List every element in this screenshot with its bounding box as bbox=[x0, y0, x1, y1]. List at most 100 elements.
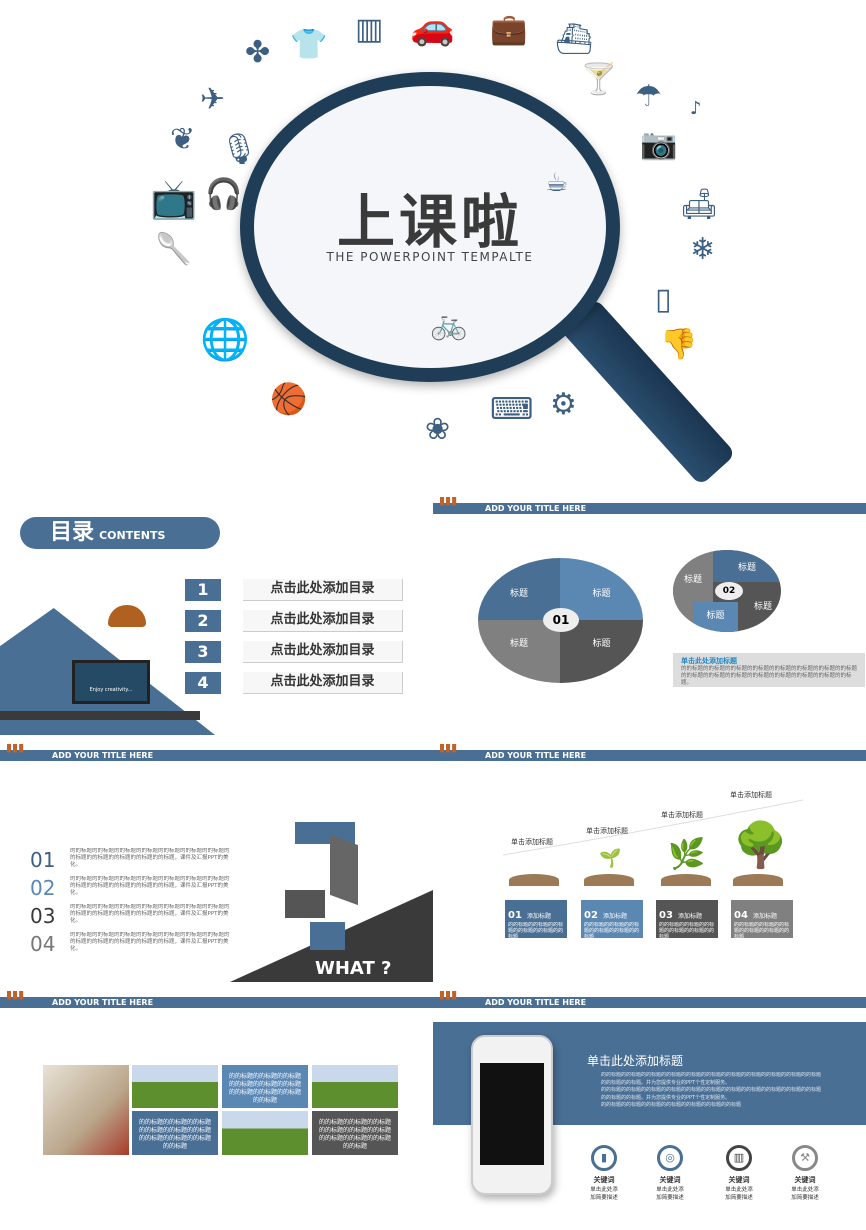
briefcase-icon: 💼 bbox=[490, 12, 528, 47]
gears-slide: ▮▮▮ ADD YOUR TITLE HERE 标题 标题 标题 标题 01 标题… bbox=[433, 493, 866, 740]
keyword-item: ⚒关键词单击此处添加简要描述 bbox=[775, 1145, 835, 1201]
contents-item[interactable]: 3 点击此处添加目录 bbox=[185, 641, 403, 663]
ship-icon: ⛴ bbox=[555, 22, 594, 57]
item-number: 4 bbox=[185, 672, 221, 694]
list-text: 的的标题的的标题的的标题的的标题的的标题的的标题的的标题的的标题的的标题的的标题… bbox=[70, 904, 230, 924]
spoon-icon: 🥄 bbox=[155, 232, 193, 267]
leaf-icon: ❦ bbox=[170, 122, 196, 157]
header-label: ADD YOUR TITLE HERE bbox=[485, 751, 587, 760]
soil-icon bbox=[733, 874, 783, 886]
phone-slide: ▮▮▮ ADD YOUR TITLE HERE 单击此处添加标题 的的标题的的标题… bbox=[433, 987, 866, 1230]
fan-icon: ✤ bbox=[245, 35, 271, 70]
header-label: ADD YOUR TITLE HERE bbox=[52, 751, 154, 760]
gear-01: 标题 标题 标题 标题 01 bbox=[478, 558, 643, 683]
contents-slide: 目录 CONTENTS Enjoy creativity... 1 点击此处添加目… bbox=[0, 493, 433, 740]
list-number: 02 bbox=[30, 876, 56, 900]
book-icon: ▥ bbox=[726, 1145, 752, 1171]
keyword-desc: 单击此处添加简要描述 bbox=[590, 1187, 618, 1201]
bicycle-icon: 🚲 bbox=[430, 307, 468, 342]
park-photo bbox=[222, 1111, 308, 1155]
panel-title: 单击此处添加标题 bbox=[587, 1054, 684, 1068]
gear-segment: 标题 bbox=[693, 602, 738, 632]
bullet-item: 的的标题的的标题的的标题的的标题的的标题的的标题的的标题的的标题的的标题的的标题… bbox=[601, 1072, 821, 1086]
step-title: 单击添加标题 bbox=[661, 811, 703, 819]
books-icon: ▮▮▮ bbox=[6, 741, 25, 754]
globe-icon: 🌐 bbox=[200, 317, 250, 363]
card-body: 的的标题的的标题的的标题的的标题的的标题的的标题 bbox=[659, 922, 715, 940]
list-number: 03 bbox=[30, 904, 56, 928]
sofa-icon: 🛋 bbox=[680, 187, 719, 222]
keyword-label: 关键词 bbox=[728, 1176, 750, 1184]
gear-center-label: 02 bbox=[715, 582, 743, 600]
card-number: 02 bbox=[584, 910, 598, 921]
text-tile: 的的标题的的标题的的标题的的标题的的标题的的标题的的标题的的标题的的标题的的标题 bbox=[222, 1065, 308, 1108]
step-title: 单击添加标题 bbox=[586, 827, 628, 835]
keyword-label: 关键词 bbox=[794, 1176, 816, 1184]
phone-screen bbox=[480, 1063, 544, 1165]
tree-icon: 🌳 bbox=[733, 820, 788, 871]
text-tile: 的的标题的的标题的的标题的的标题的的标题的的标题的的标题的的标题的的标题的的标题 bbox=[312, 1111, 398, 1155]
keyword-desc: 单击此处添加简要描述 bbox=[656, 1187, 684, 1201]
item-label: 点击此处添加目录 bbox=[243, 579, 403, 601]
bar-chart-icon: ▮ bbox=[591, 1145, 617, 1171]
soil-icon bbox=[584, 874, 634, 886]
books-icon: ▮▮▮ bbox=[6, 988, 25, 1001]
slide-header: ▮▮▮ADD YOUR TITLE HERE bbox=[0, 989, 433, 1008]
caption-body: 的的标题的的标题的的标题的的标题的的标题的的标题的的标题的的标题的的标题的的标题… bbox=[681, 666, 858, 686]
card-title: 添加标题 bbox=[527, 913, 552, 920]
contents-header: 目录 CONTENTS bbox=[20, 517, 220, 549]
gear-caption: 单击此处添加标题 的的标题的的标题的的标题的的标题的的标题的的标题的的标题的的标… bbox=[673, 653, 865, 687]
lotus-icon: ❀ bbox=[425, 412, 451, 447]
growth-line bbox=[503, 799, 803, 856]
coffee-icon: ☕ bbox=[545, 168, 569, 198]
tshirt-icon: 👕 bbox=[290, 27, 328, 62]
seedling-icon: 🌿 bbox=[668, 837, 706, 872]
keyword-item: ◎ 关键词单击此处添加简要描述 bbox=[640, 1145, 700, 1201]
header-label: ADD YOUR TITLE HERE bbox=[485, 998, 587, 1007]
list-text: 的的标题的的标题的的标题的的标题的的标题的的标题的的标题的的标题的的标题的的标题… bbox=[70, 876, 230, 896]
card-number: 01 bbox=[508, 910, 522, 921]
thumbs-down-icon: 👎 bbox=[660, 327, 698, 362]
item-label: 点击此处添加目录 bbox=[243, 641, 403, 663]
step-card: 01 添加标题的的标题的的标题的的标题的的标题的的标题的的标题 bbox=[505, 900, 567, 940]
item-number: 1 bbox=[185, 579, 221, 601]
books-icon: ▮▮▮ bbox=[439, 741, 458, 754]
keyword-label: 关键词 bbox=[659, 1176, 681, 1184]
books-icon: ▮▮▮ bbox=[439, 494, 458, 507]
keyword-desc: 单击此处添加简要描述 bbox=[791, 1187, 819, 1201]
phone-icon bbox=[471, 1035, 553, 1195]
gear-segment: 标题 bbox=[753, 602, 772, 612]
card-body: 的的标题的的标题的的标题的的标题的的标题的的标题 bbox=[734, 922, 790, 940]
lamp-icon bbox=[108, 605, 146, 627]
monitor-icon: Enjoy creativity... bbox=[72, 660, 150, 704]
header-label: ADD YOUR TITLE HERE bbox=[485, 504, 587, 513]
list-text: 的的标题的的标题的的标题的的标题的的标题的的标题的的标题的的标题的的标题的的标题… bbox=[70, 932, 230, 952]
gear-segment: 标题 bbox=[560, 620, 643, 683]
step-card: 03 添加标题的的标题的的标题的的标题的的标题的的标题的的标题 bbox=[656, 900, 718, 940]
step-card: 02 添加标题的的标题的的标题的的标题的的标题的的标题的的标题 bbox=[581, 900, 643, 940]
question-mark-shape bbox=[330, 834, 358, 906]
music-icon: ♪ bbox=[690, 98, 702, 119]
gear-segment: 标题 bbox=[478, 620, 560, 683]
step-title: 单击添加标题 bbox=[730, 791, 772, 799]
globe-icon: ◎ bbox=[657, 1145, 683, 1171]
card-number: 04 bbox=[734, 910, 748, 921]
books-icon: ▮▮▮ bbox=[439, 988, 458, 1001]
what-label: WHAT ? bbox=[315, 958, 392, 979]
caption-title: 单击此处添加标题 bbox=[681, 657, 737, 665]
step-title: 单击添加标题 bbox=[511, 838, 553, 846]
speaker-icon: ▯ bbox=[655, 282, 672, 317]
plane-icon: ✈ bbox=[200, 82, 226, 117]
card-body: 的的标题的的标题的的标题的的标题的的标题的的标题 bbox=[508, 922, 564, 940]
sprout-icon: 🌱 bbox=[599, 848, 622, 869]
snowflake-icon: ❄ bbox=[690, 232, 716, 267]
contents-item[interactable]: 1 点击此处添加目录 bbox=[185, 579, 403, 601]
card-title: 添加标题 bbox=[678, 913, 703, 920]
item-number: 3 bbox=[185, 641, 221, 663]
photo-grid-slide: ▮▮▮ADD YOUR TITLE HERE 的的标题的的标题的的标题的的标题的… bbox=[0, 987, 433, 1230]
car-icon: 🚗 bbox=[410, 7, 455, 48]
